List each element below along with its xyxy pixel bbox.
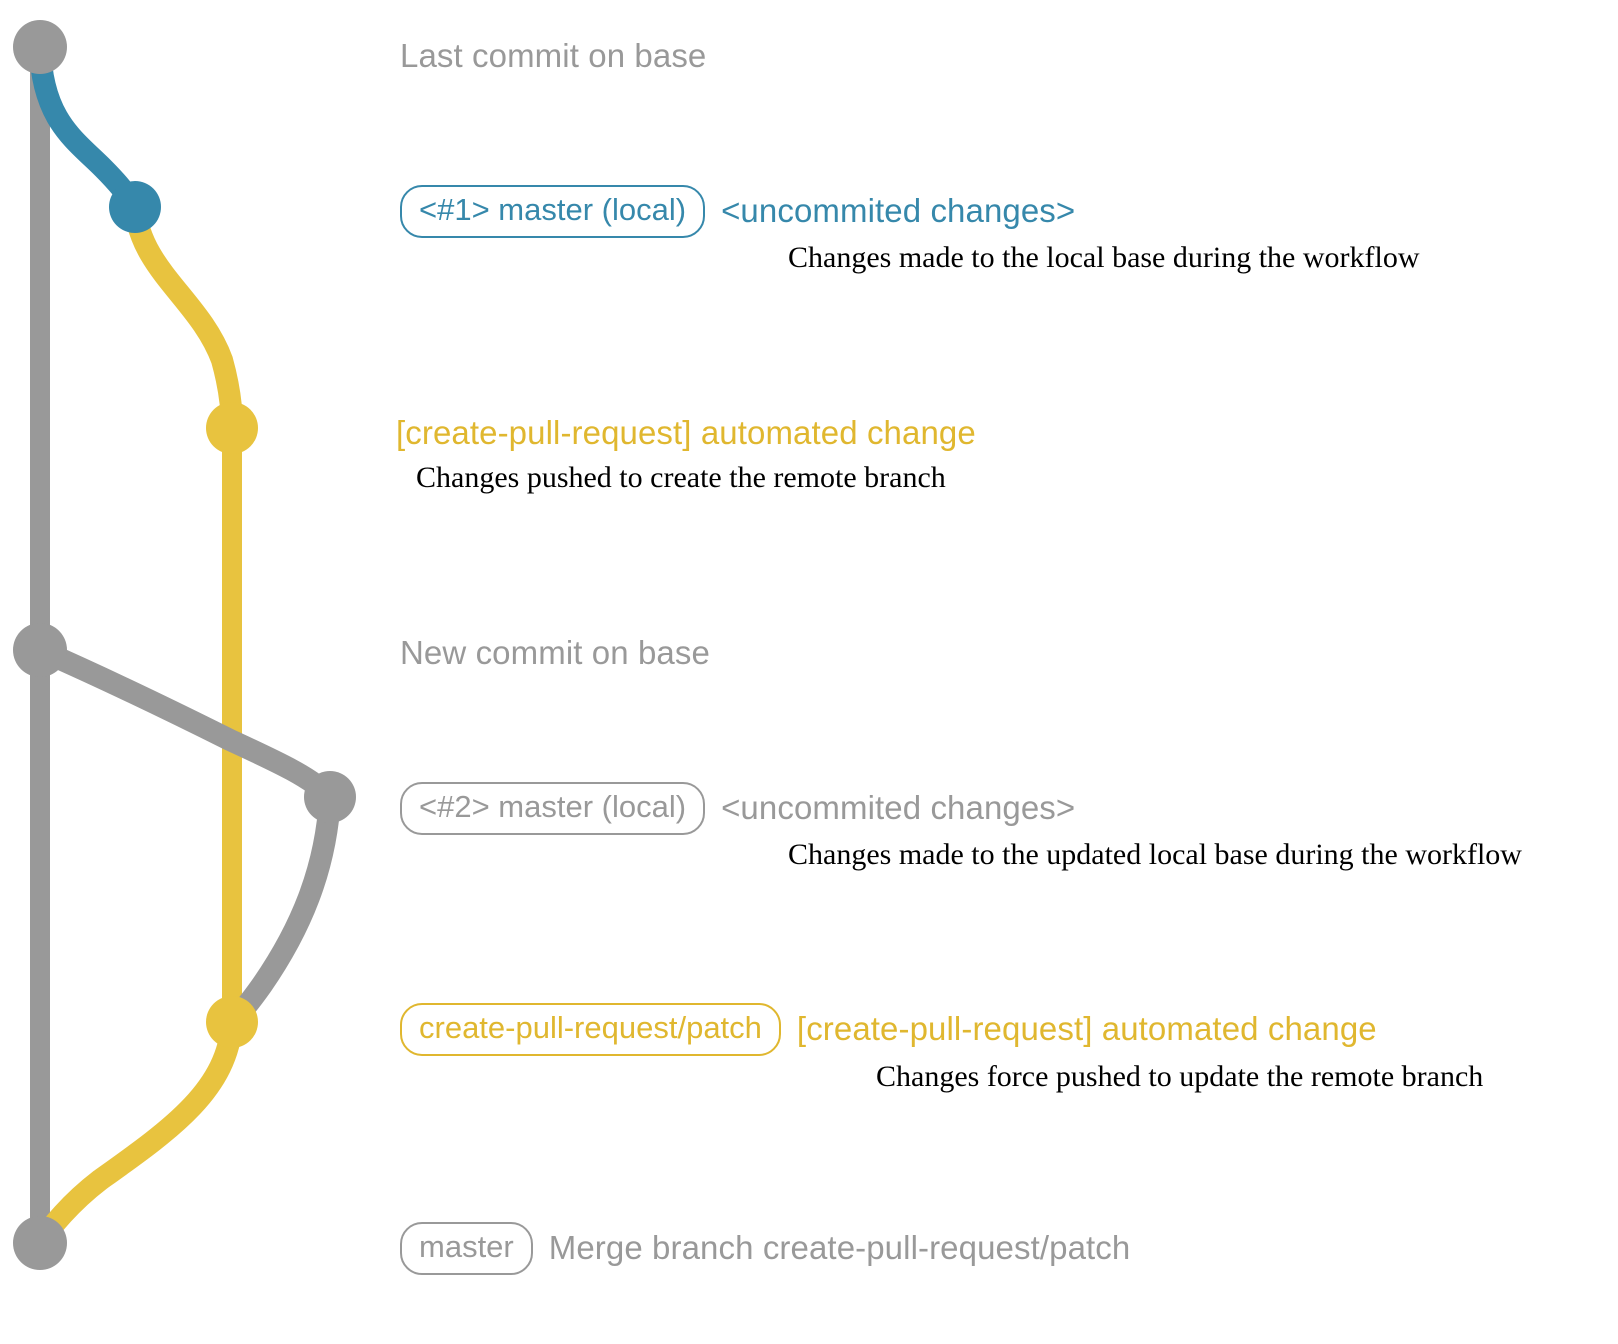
node-automated-change-1[interactable]	[206, 402, 258, 454]
edge-base-to-local2	[29, 639, 341, 808]
entry-merge-commit: master Merge branch create-pull-request/…	[400, 1222, 1130, 1275]
entry-description-1: Changes made to the local base during th…	[788, 241, 1420, 274]
commit-subject: Merge branch create-pull-request/patch	[548, 1229, 1131, 1267]
entry-description-4: Changes force pushed to update the remot…	[876, 1060, 1484, 1093]
ref-badge-master-local-1[interactable]: <#1> master (local)	[400, 185, 706, 238]
node-new-commit-on-base[interactable]	[13, 623, 67, 677]
node-merge-commit[interactable]	[13, 1216, 67, 1270]
entry-description-2: Changes pushed to create the remote bran…	[416, 461, 946, 494]
commit-subject: Last commit on base	[400, 37, 707, 74]
git-graph	[13, 20, 356, 1270]
ref-badge-create-pull-request-patch[interactable]: create-pull-request/patch	[400, 1003, 781, 1056]
entry-new-commit-on-base: New commit on base	[400, 634, 710, 672]
commit-subject: [create-pull-request] automated change	[396, 414, 976, 451]
ref-badge-master[interactable]: master	[400, 1222, 533, 1275]
commit-subject: [create-pull-request] automated change	[796, 1010, 1377, 1048]
entry-master-local-1: <#1> master (local) <uncommited changes>	[400, 185, 1075, 238]
node-last-commit-on-base[interactable]	[13, 20, 67, 74]
node-master-local-2[interactable]	[304, 771, 356, 823]
node-master-local-1[interactable]	[109, 181, 161, 233]
entry-last-commit-on-base: Last commit on base	[400, 37, 706, 75]
commit-subject: <uncommited changes>	[721, 192, 1076, 230]
entry-automated-change-2: create-pull-request/patch [create-pull-r…	[400, 1003, 1377, 1056]
commit-subject: <uncommited changes>	[721, 789, 1076, 827]
ref-badge-master-local-2[interactable]: <#2> master (local)	[400, 782, 706, 835]
entry-master-local-2: <#2> master (local) <uncommited changes>	[400, 782, 1075, 835]
node-automated-change-2[interactable]	[206, 996, 258, 1048]
commit-subject: New commit on base	[400, 634, 710, 671]
entry-automated-change-1: [create-pull-request] automated change	[396, 414, 976, 452]
entry-description-3: Changes made to the updated local base d…	[788, 838, 1522, 871]
